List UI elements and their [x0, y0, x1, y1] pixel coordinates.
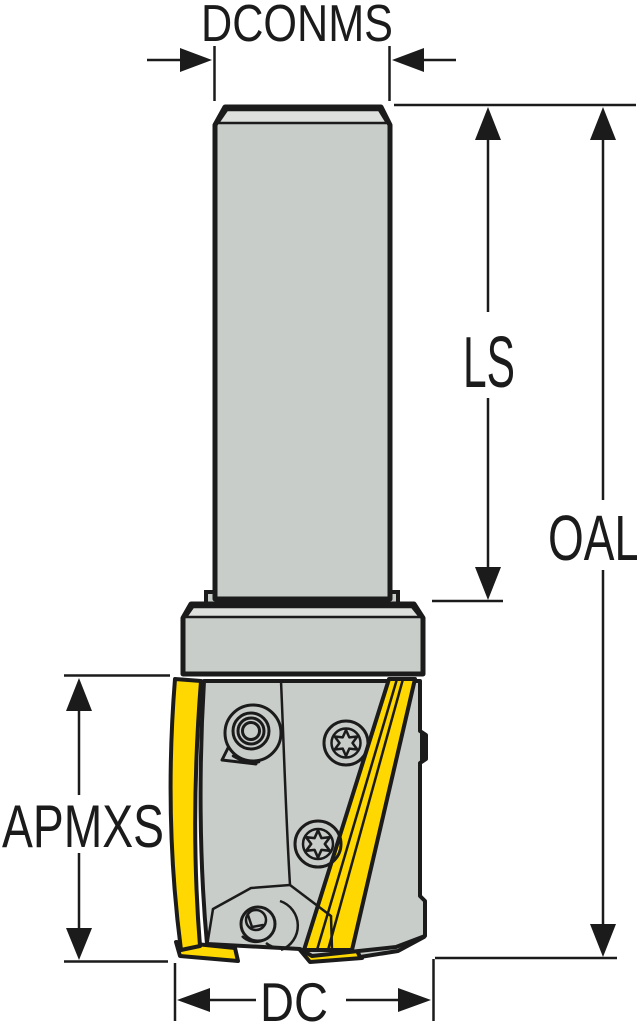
screw-head-inner — [244, 908, 268, 932]
label-dconms: DCONMS — [201, 0, 393, 53]
arrowhead-left-pointing — [177, 988, 210, 1012]
right-edge-notch — [420, 733, 427, 762]
tool-drawing — [168, 104, 428, 964]
band-fill — [302, 677, 417, 952]
diagonal-insert-band — [302, 677, 417, 952]
dimension-apmxs: APMXS — [2, 674, 170, 963]
arrowhead-left-pointing — [392, 48, 424, 72]
screw-inner — [301, 827, 335, 861]
screw-outer — [322, 719, 370, 767]
arrowhead-right-pointing — [180, 48, 212, 72]
pocket-right-edge — [329, 915, 334, 951]
cam-screw — [220, 703, 283, 766]
arrowhead-up — [475, 107, 501, 140]
arrowhead-down — [475, 567, 501, 600]
band-divider-2 — [326, 678, 405, 951]
label-apmxs: APMXS — [2, 793, 164, 860]
shank-body — [212, 104, 393, 602]
label-ls: LS — [463, 323, 515, 403]
collar-top-bevel — [184, 605, 422, 619]
band-divider-1 — [315, 678, 399, 951]
cutting-head — [168, 677, 428, 964]
label-dc: DC — [260, 971, 328, 1024]
arrowhead-down — [590, 924, 616, 957]
collar-body — [180, 601, 426, 677]
pocket-left-edge — [205, 908, 215, 947]
dimension-oal: OAL — [435, 107, 637, 960]
collar — [180, 601, 426, 677]
arrowhead-down — [66, 928, 92, 960]
arrowhead-up — [66, 678, 92, 711]
bottom-screw — [239, 899, 300, 952]
left-insert — [168, 677, 203, 952]
dimension-ls: LS — [432, 107, 515, 603]
boss-arc-inner — [265, 941, 281, 950]
cam-ring-1 — [231, 711, 271, 751]
screw-recess — [246, 913, 265, 929]
arrowhead-right-pointing — [398, 988, 431, 1012]
dimension-dconms: DCONMS — [147, 0, 456, 101]
torx-screw-middle — [293, 819, 343, 869]
screw-outer — [293, 819, 343, 869]
vertical-facet-line — [279, 680, 292, 886]
cam-ring-2 — [236, 716, 266, 746]
screw-inner — [330, 727, 362, 759]
arrowhead-up — [590, 107, 616, 140]
cam-outer-circle — [223, 703, 283, 763]
cylindrical-shank — [212, 104, 393, 602]
label-oal: OAL — [548, 502, 637, 574]
dimension-dc: DC — [173, 959, 435, 1024]
pocket-outline — [211, 883, 333, 918]
cam-inner-echo — [231, 754, 261, 764]
shank-top-bevel — [216, 108, 389, 125]
torx-screw-upper — [322, 719, 370, 767]
screw-shadow-arc — [241, 935, 265, 944]
cam-ring-3 — [241, 721, 261, 741]
facet-lines — [205, 680, 334, 951]
boss-arc-outer — [279, 899, 300, 952]
